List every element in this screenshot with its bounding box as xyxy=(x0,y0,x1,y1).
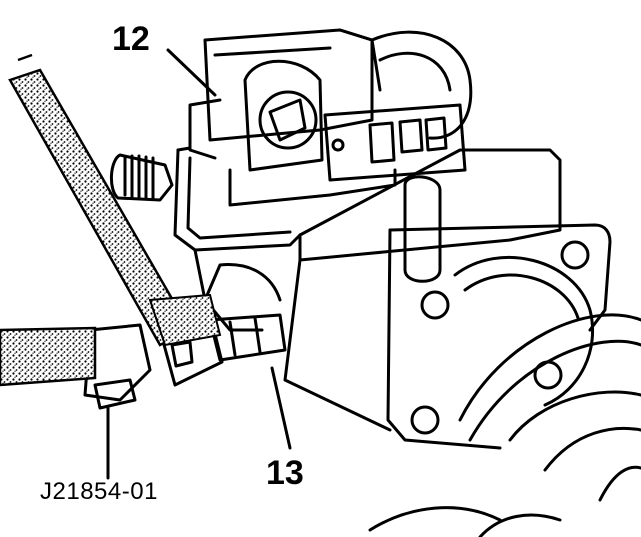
upper-module xyxy=(188,28,473,207)
tool-clamp-hatch xyxy=(148,293,222,347)
left-fitting xyxy=(110,153,174,202)
transmission-housing xyxy=(368,313,641,537)
tool-handle-lower xyxy=(0,326,97,387)
callout-label-13: 13 xyxy=(266,454,304,492)
mounting-bracket xyxy=(173,146,442,332)
tool-number-label: J21854-01 xyxy=(40,478,158,505)
valve-body xyxy=(283,148,612,450)
leader-line-13 xyxy=(270,366,292,450)
callout-label-12: 12 xyxy=(112,20,150,58)
leader-line-12 xyxy=(166,48,217,97)
